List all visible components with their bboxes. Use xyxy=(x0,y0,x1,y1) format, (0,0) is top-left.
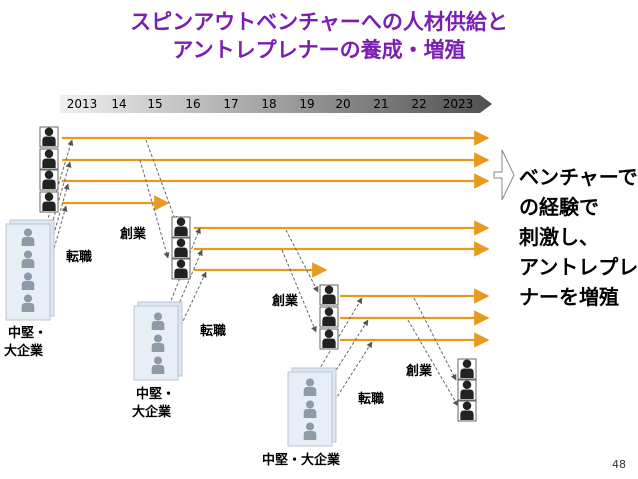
year-label: 19 xyxy=(299,97,315,111)
label-sogyo-3: 創業 xyxy=(406,364,433,379)
year-label: 14 xyxy=(111,97,127,111)
timeline-gradient-arrow xyxy=(60,95,492,113)
title-line-1: スピンアウトベンチャーへの人材供給と xyxy=(130,10,508,34)
side-message: ベンチャーで の経験で 刺激し、 アントレプレ ナーを増殖 xyxy=(519,162,638,312)
timeline-year-bar: 2013 14 15 16 17 18 19 20 21 22 2023 xyxy=(60,92,492,116)
transfer-arrows xyxy=(37,139,459,431)
company-label-2-line1: 中堅・ xyxy=(136,387,176,402)
label-tenshoku-2: 転職 xyxy=(200,324,227,339)
label-tenshoku-1: 転職 xyxy=(66,250,93,265)
side-line-1: ベンチャーで xyxy=(519,165,638,189)
career-arrows xyxy=(62,130,490,348)
side-line-2: の経験で xyxy=(519,195,599,219)
year-label: 15 xyxy=(147,97,163,111)
company-label-3: 中堅・大企業 xyxy=(262,453,341,468)
company-box-1 xyxy=(5,219,55,321)
year-label: 18 xyxy=(261,97,277,111)
company-label-1-line2: 大企業 xyxy=(4,344,44,359)
year-label: 2013 xyxy=(66,97,98,111)
title-line-2: アントレプレナーの養成・増殖 xyxy=(172,38,466,62)
label-tenshoku-3: 転職 xyxy=(358,392,385,407)
side-line-4: アントレプレ xyxy=(519,255,638,279)
page-number: 48 xyxy=(612,458,626,471)
year-label: 2023 xyxy=(442,97,474,111)
company-label-2-line2: 大企業 xyxy=(132,405,172,420)
year-label: 21 xyxy=(373,97,389,111)
company-label-1-line1: 中堅・ xyxy=(8,326,48,341)
founder-icons xyxy=(39,126,477,422)
year-label: 22 xyxy=(411,97,427,111)
company-box-3 xyxy=(287,367,337,447)
year-label: 20 xyxy=(335,97,351,111)
big-right-arrow xyxy=(493,149,515,201)
label-sogyo-1: 創業 xyxy=(120,227,147,242)
label-sogyo-2: 創業 xyxy=(272,294,299,309)
side-line-5: ナーを増殖 xyxy=(519,285,619,309)
year-label: 17 xyxy=(223,97,239,111)
year-label: 16 xyxy=(185,97,201,111)
company-box-2 xyxy=(133,301,183,381)
side-line-3: 刺激し、 xyxy=(519,225,599,249)
